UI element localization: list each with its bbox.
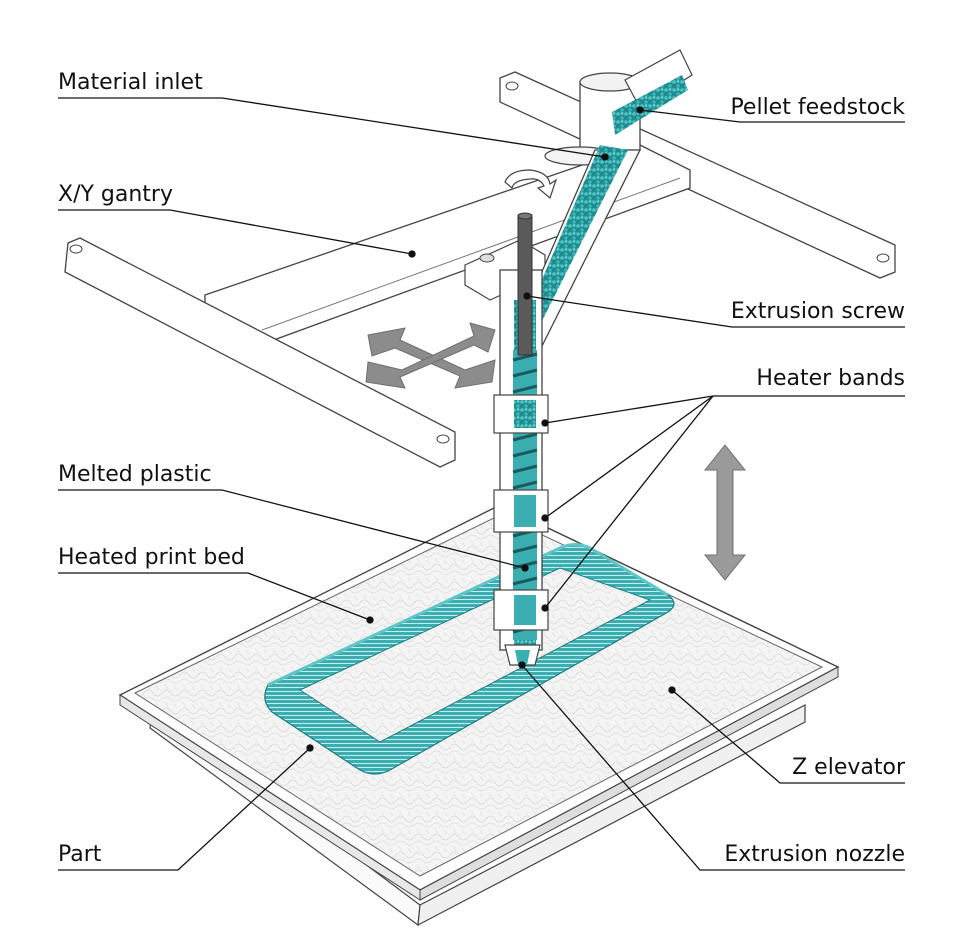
feed-chute [624, 49, 693, 109]
label-pellet-feedstock: Pellet feedstock [730, 95, 905, 120]
label-material-inlet: Material inlet [58, 70, 203, 95]
leader-pellet-feedstock [639, 109, 905, 123]
leader-material-inlet [58, 97, 606, 158]
label-extrusion-screw: Extrusion screw [730, 299, 905, 324]
barrel-assembly [493, 212, 549, 666]
gantry-front-rail [64, 237, 456, 468]
label-extrusion-nozzle: Extrusion nozzle [724, 842, 905, 867]
feed-tube-pellets [518, 145, 628, 335]
leader-lines [58, 97, 905, 871]
label-heater-bands: Heater bands [756, 366, 905, 391]
feed-chute-pellets [612, 75, 688, 135]
screw-shaft [517, 214, 533, 356]
bed-base-front [417, 704, 806, 927]
z-motion-arrow [703, 444, 747, 581]
printed-part [264, 543, 675, 775]
leader-z-elevator [671, 689, 905, 784]
leader-melted-plastic [58, 489, 526, 569]
label-z-elevator: Z elevator [792, 755, 905, 780]
leader-extrusion-screw [526, 295, 905, 328]
leader-part [58, 747, 311, 871]
part-wall-top [267, 543, 669, 687]
label-xy-gantry: X/Y gantry [58, 182, 173, 207]
label-part: Part [58, 842, 102, 867]
bed-rim-right [419, 666, 839, 901]
xy-motion-arrow [365, 322, 496, 389]
leader-xy-gantry [58, 209, 413, 255]
label-melted-plastic: Melted plastic [58, 462, 212, 487]
leader-extrusion-nozzle [521, 664, 905, 871]
label-heated-print-bed: Heated print bed [58, 545, 245, 570]
rotation-arrow [504, 169, 558, 200]
part-wall-inner [298, 567, 652, 743]
xy-gantry [64, 71, 896, 468]
leader-heated-print-bed [58, 572, 371, 621]
